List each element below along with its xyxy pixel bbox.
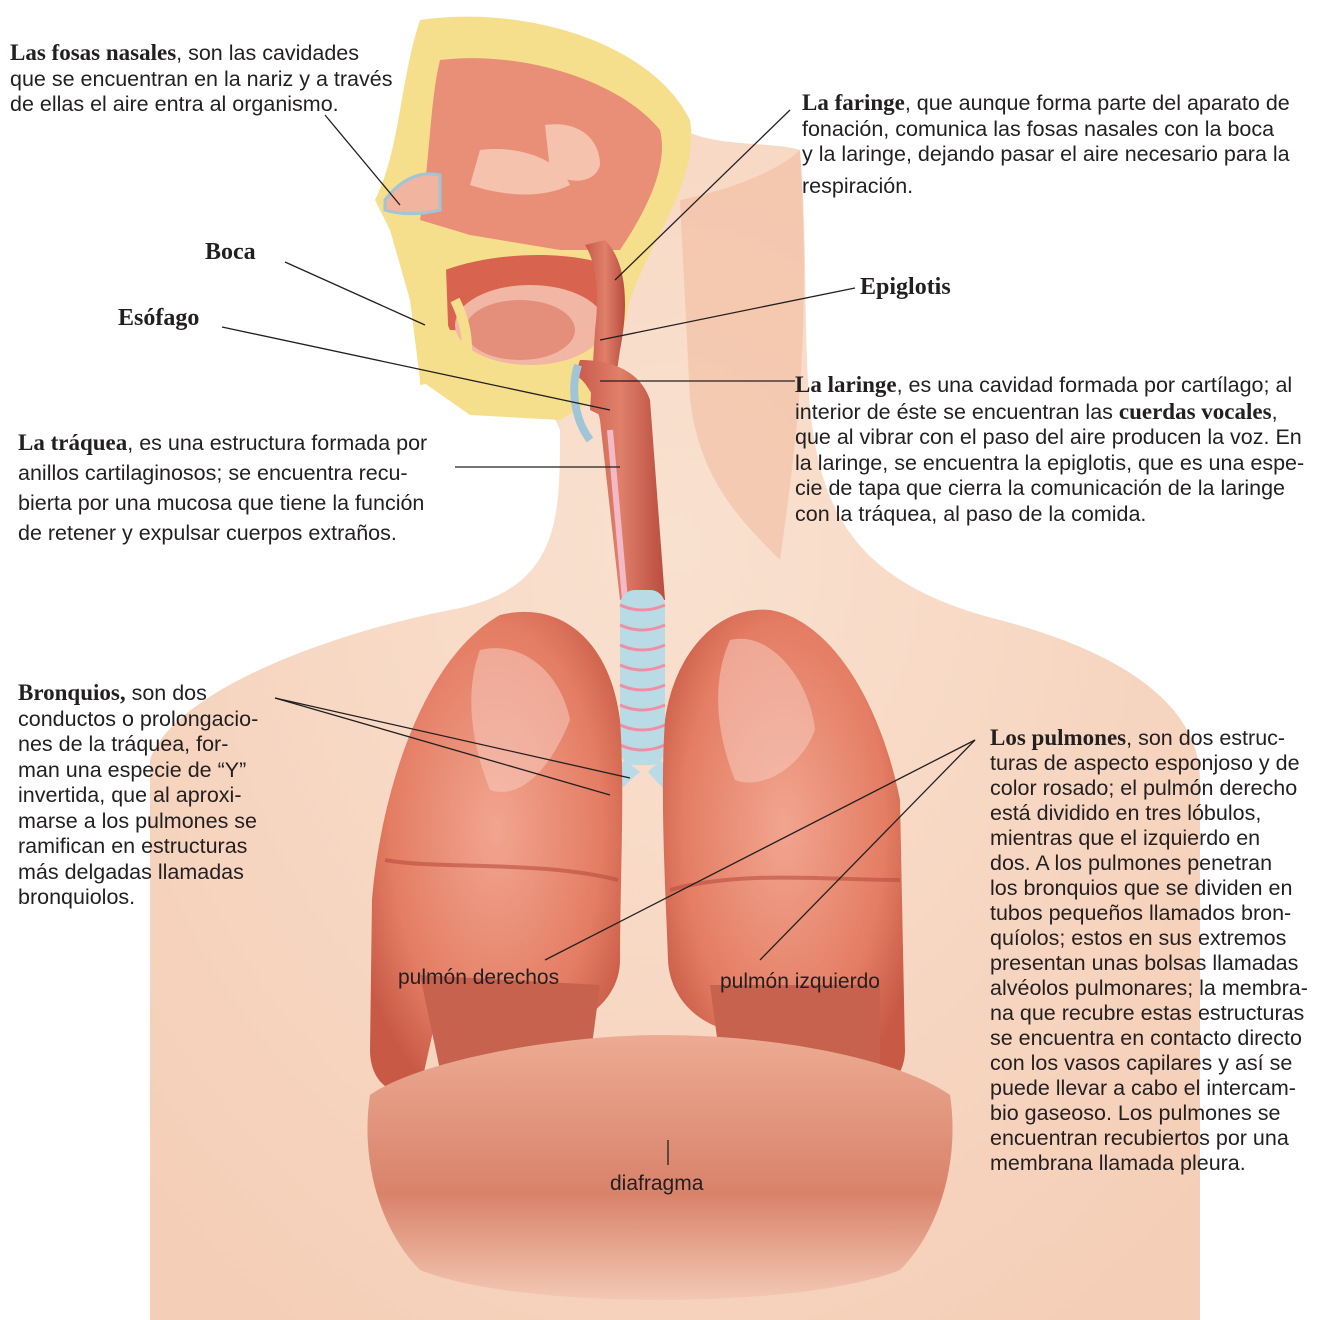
label-traquea: La tráquea, es una estructura formada po… [18, 428, 468, 548]
label-text: color rosado; el pulmón derecho [990, 776, 1297, 800]
label-pulmon-derecho: pulmón derechos [398, 966, 559, 990]
diaphragm [367, 1035, 952, 1300]
label-text: está dividido en tres lóbulos, [990, 801, 1261, 825]
label-text: puede llevar a cabo el intercam- [990, 1076, 1296, 1100]
label-diafragma: diafragma [610, 1172, 703, 1196]
label-text: marse a los pulmones se [18, 809, 257, 833]
label-text: son dos [126, 681, 207, 705]
label-text: se encuentra en contacto directo [990, 1026, 1302, 1050]
label-text: más delgadas llamadas [18, 860, 244, 884]
label-text: interior de éste se encuentran las [795, 400, 1119, 424]
label-text: de retener y expulsar cuerpos extraños. [18, 521, 397, 545]
label-text: que se encuentran en la nariz y a través [10, 67, 392, 91]
label-traquea-bold: La tráquea [18, 430, 127, 455]
label-text: membrana llamada pleura. [990, 1151, 1246, 1175]
label-text: mientras que el izquierdo en [990, 826, 1260, 850]
label-text: dos. A los pulmones penetran [990, 851, 1272, 875]
label-text: de ellas el aire entra al organismo. [10, 92, 339, 116]
label-text: la laringe, se encuentra la epiglotis, q… [795, 451, 1304, 475]
label-text: , [1272, 400, 1278, 424]
label-text: , son dos estruc- [1126, 726, 1285, 750]
label-text: anillos cartilaginosos; se encuentra rec… [18, 461, 408, 485]
label-text: conductos o prolongacio- [18, 707, 258, 731]
label-text: con la tráquea, al paso de la comida. [795, 502, 1146, 526]
label-text: man una especie de “Y” [18, 758, 246, 782]
label-text: con los vasos capilares y así se [990, 1051, 1292, 1075]
label-text: bio gaseoso. Los pulmones se [990, 1101, 1280, 1125]
label-pulmones-bold: Los pulmones [990, 725, 1126, 750]
label-text: bronquiolos. [18, 885, 135, 909]
label-fosas-nasales: Las fosas nasales, son las cavidades que… [10, 40, 410, 118]
label-text: los bronquios que se dividen en [990, 876, 1292, 900]
label-esofago: Esófago [118, 306, 199, 332]
label-text: bierta por una mucosa que tiene la funci… [18, 491, 424, 515]
label-text: cie de tapa que cierra la comunicación d… [795, 476, 1285, 500]
label-text: fonación, comunica las fosas nasales con… [802, 117, 1274, 141]
label-text: respiración. [802, 174, 913, 200]
label-text: presentan unas bolsas llamadas [990, 951, 1298, 975]
label-laringe-bold: La laringe [795, 372, 897, 397]
label-text: y la laringe, dejando pasar el aire nece… [802, 142, 1290, 166]
label-fosas-nasales-bold: Las fosas nasales [10, 40, 176, 65]
label-text: alvéolos pulmonares; la membra- [990, 976, 1308, 1000]
label-text: tubos pequeños llamados bron- [990, 901, 1291, 925]
label-text: , que aunque forma parte del aparato de [905, 91, 1290, 115]
label-faringe-bold: La faringe [802, 90, 905, 115]
label-text: , es una estructura formada por [127, 431, 427, 455]
label-text: que al vibrar con el paso del aire produ… [795, 425, 1302, 449]
label-text: na que recubre estas estructuras [990, 1001, 1304, 1025]
label-text: quíolos; estos en sus extremos [990, 926, 1286, 950]
label-text: , es una cavidad formada por cartílago; … [897, 373, 1293, 397]
label-boca: Boca [205, 240, 256, 266]
label-cuerdas-vocales: cuerdas vocales [1119, 399, 1272, 424]
label-laringe: La laringe, es una cavidad formada por c… [795, 372, 1325, 527]
label-text: turas de aspecto esponjoso y de [990, 751, 1300, 775]
label-text: , son las cavidades [176, 41, 359, 65]
label-pulmones: Los pulmones, son dos estruc- turas de a… [990, 725, 1325, 1176]
label-text: ramifican en estructuras [18, 834, 247, 858]
label-faringe: La faringe, que aunque forma parte del a… [802, 90, 1322, 199]
label-text: encuentran recubiertos por una [990, 1126, 1289, 1150]
label-pulmon-izquierdo: pulmón izquierdo [720, 970, 880, 994]
label-text: invertida, que al aproxi- [18, 783, 241, 807]
label-bronquios: Bronquios, son dos conductos o prolongac… [18, 680, 288, 911]
label-bronquios-bold: Bronquios, [18, 680, 126, 705]
label-text: nes de la tráquea, for- [18, 732, 228, 756]
label-epiglotis: Epiglotis [860, 275, 951, 301]
